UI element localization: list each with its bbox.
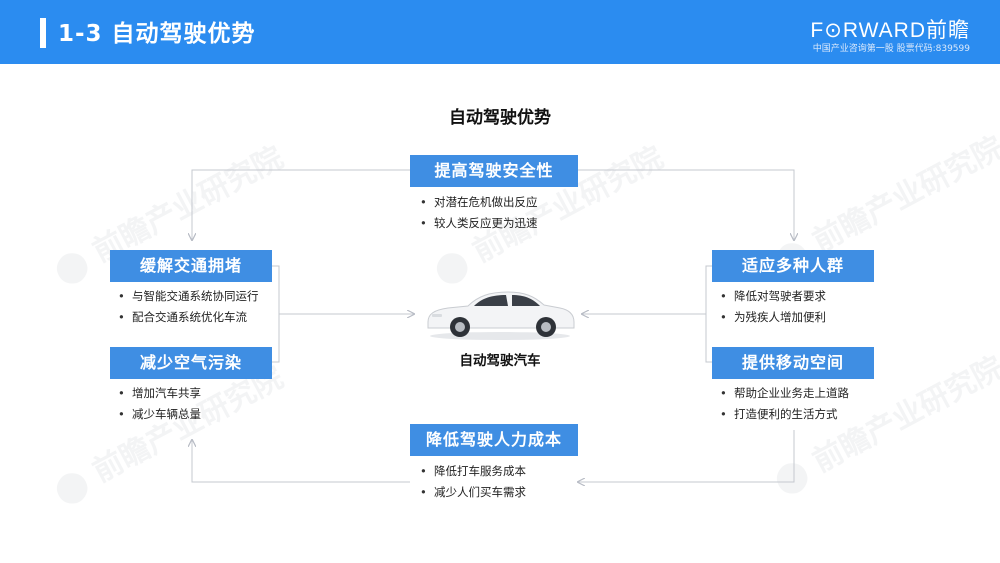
node-pollution: 减少空气污染 <box>110 347 272 379</box>
node-safety: 提高驾驶安全性 <box>410 155 578 187</box>
node-traffic-bullets: 与智能交通系统协同运行 配合交通系统优化车流 <box>116 286 259 328</box>
list-item: 减少车辆总量 <box>116 404 201 425</box>
node-people: 适应多种人群 <box>712 250 874 282</box>
connector-safety-traffic <box>192 169 410 240</box>
brand-name: F⊙RWARD前瞻 <box>810 19 970 42</box>
page-title: 1-3 自动驾驶优势 <box>58 21 256 47</box>
node-pollution-bullets: 增加汽车共享 减少车辆总量 <box>116 383 201 425</box>
node-cost: 降低驾驶人力成本 <box>410 424 578 456</box>
center-label: 自动驾驶汽车 <box>459 353 541 369</box>
brand-logo: F⊙RWARD前瞻 中国产业咨询第一股 股票代码:839599 <box>800 14 970 54</box>
brand-tagline: 中国产业咨询第一股 股票代码:839599 <box>812 44 970 54</box>
node-cost-bullets: 降低打车服务成本 减少人们买车需求 <box>418 461 526 503</box>
connector-cost-pollution <box>192 440 410 483</box>
node-people-bullets: 降低对驾驶者要求 为残疾人增加便利 <box>718 286 826 328</box>
list-item: 较人类反应更为迅速 <box>418 213 538 234</box>
node-traffic: 缓解交通拥堵 <box>110 250 272 282</box>
diagram-title: 自动驾驶优势 <box>449 108 551 128</box>
list-item: 对潜在危机做出反应 <box>418 192 538 213</box>
list-item: 打造便利的生活方式 <box>718 404 849 425</box>
list-item: 与智能交通系统协同运行 <box>116 286 259 307</box>
list-item: 为残疾人增加便利 <box>718 307 826 328</box>
list-item: 降低打车服务成本 <box>418 461 526 482</box>
connector-safety-people <box>578 169 794 240</box>
left-bracket <box>272 265 280 363</box>
list-item: 帮助企业业务走上道路 <box>718 383 849 404</box>
list-item: 配合交通系统优化车流 <box>116 307 259 328</box>
connector-mobility-cost <box>578 430 795 482</box>
node-mobility: 提供移动空间 <box>712 347 874 379</box>
node-safety-bullets: 对潜在危机做出反应 较人类反应更为迅速 <box>418 192 538 234</box>
list-item: 增加汽车共享 <box>116 383 201 404</box>
header-bar: 1-3 自动驾驶优势 F⊙RWARD前瞻 中国产业咨询第一股 股票代码:8395… <box>0 0 1000 64</box>
list-item: 降低对驾驶者要求 <box>718 286 826 307</box>
car-icon <box>427 291 575 340</box>
node-mobility-bullets: 帮助企业业务走上道路 打造便利的生活方式 <box>718 383 849 425</box>
title-accent-bar <box>40 18 46 48</box>
list-item: 减少人们买车需求 <box>418 482 526 503</box>
